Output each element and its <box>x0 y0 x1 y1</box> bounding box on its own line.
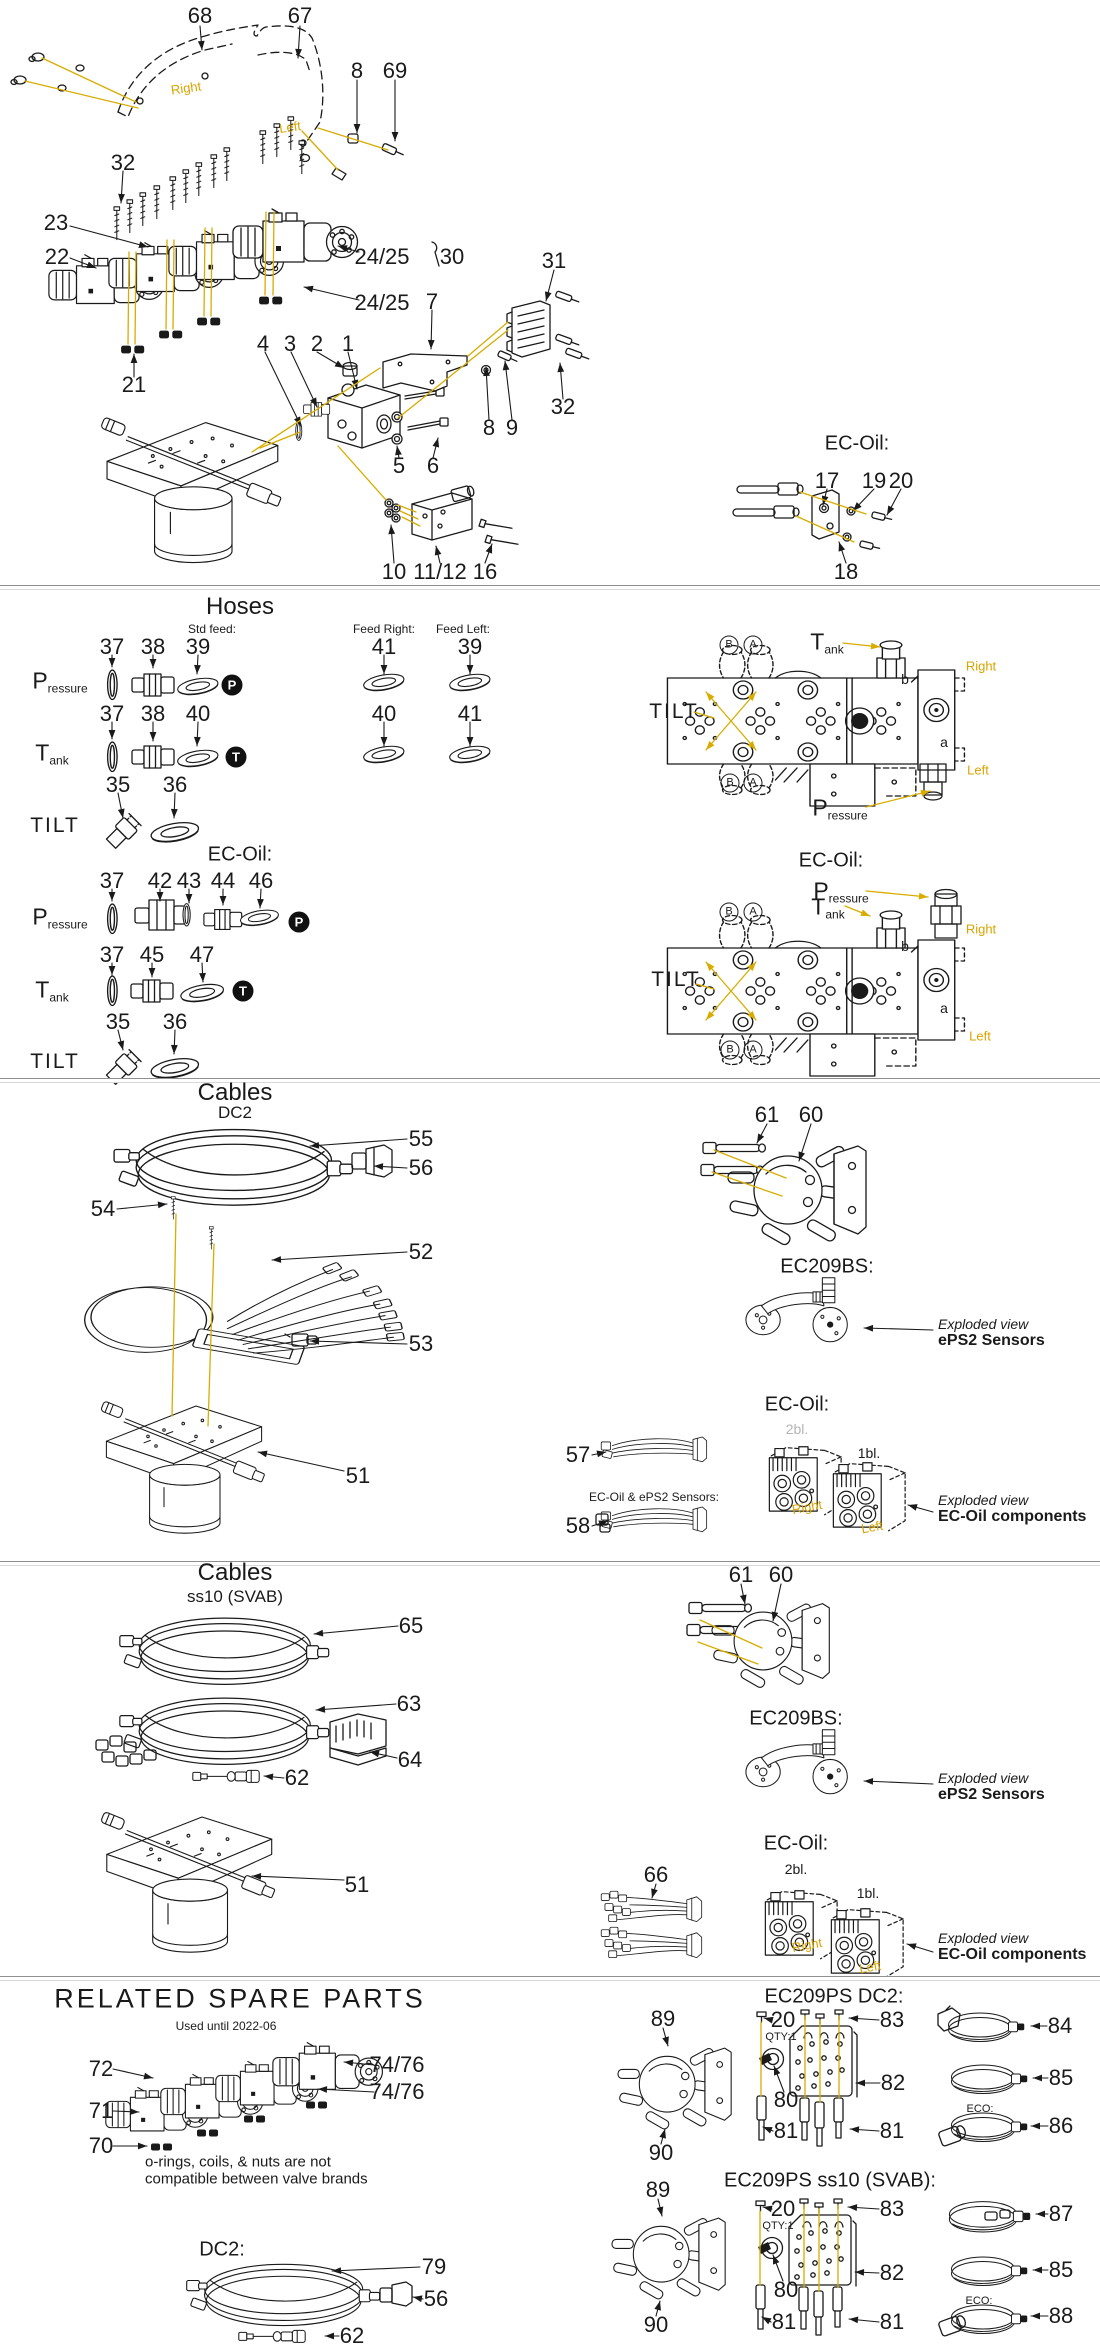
top-exploded-view <box>10 24 893 564</box>
cable-88 <box>951 2304 1028 2334</box>
cable-57 <box>600 1436 708 1463</box>
ec-oil-block-2bl <box>764 1890 838 1960</box>
ec209ps-plate-assembly-ss10 <box>755 2198 857 2336</box>
hoses-parts <box>103 640 966 1088</box>
cable-62 <box>192 1769 260 1783</box>
leader-lines <box>24 25 1049 2340</box>
spare-parts <box>105 2005 1031 2343</box>
tilt-manifold-top-view-ec-oil <box>666 910 966 1077</box>
connector-64 <box>329 1713 387 1766</box>
ec-oil-kit-drawing <box>732 482 893 550</box>
sensor-block-60 <box>727 1144 867 1247</box>
cable-79-coil <box>186 2263 381 2327</box>
cable-62 <box>238 2329 306 2343</box>
section-divider <box>0 585 1100 590</box>
harness-66 <box>600 1890 703 1923</box>
eps2-sensors-drawing <box>745 1729 848 1795</box>
cable-58 <box>600 1506 708 1533</box>
cables-dc2-parts <box>84 1128 906 1534</box>
cable-65-coil <box>119 1617 330 1685</box>
cable-55-coil <box>113 1128 354 1206</box>
section-divider <box>0 1078 1100 1083</box>
cables-ss10-parts <box>95 1601 904 1978</box>
ec-oil-block-1bl <box>832 1462 906 1532</box>
sensor-block-60 <box>711 1602 830 1690</box>
cable-85 <box>951 2256 1028 2286</box>
eps2-sensors-drawing <box>745 1277 848 1343</box>
ec-oil-block-1bl <box>830 1908 904 1978</box>
cable-85 <box>951 2064 1028 2094</box>
cable-63-coil <box>119 1697 330 1765</box>
sensor-block-89 <box>617 2046 732 2131</box>
ec-oil-block-2bl-ghost <box>768 1446 842 1516</box>
valve-block-51 <box>100 1400 267 1534</box>
harness-52 <box>84 1261 406 1366</box>
ec209ps-plate-assembly-dc2 <box>756 2009 858 2147</box>
sensor-block-89 <box>611 2216 726 2301</box>
section-divider <box>0 1561 1100 1566</box>
valve-block-51 <box>100 1811 277 1953</box>
cable-87 <box>948 2201 1031 2233</box>
section-divider <box>0 1976 1100 1981</box>
harness-66 <box>600 1926 703 1959</box>
